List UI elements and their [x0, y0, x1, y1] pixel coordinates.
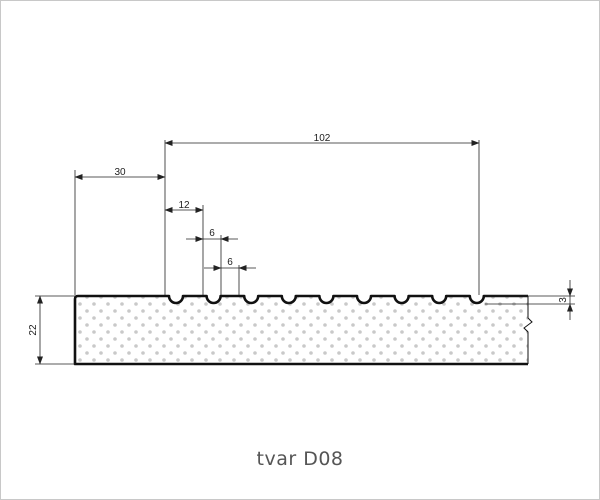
- dimension-30: 30: [74, 167, 166, 180]
- dimension-6-a: 6: [186, 228, 238, 242]
- dimension-label-12: 12: [178, 200, 190, 211]
- dimension-6-b: 6: [204, 257, 256, 271]
- dimension-102: 102: [164, 133, 480, 146]
- dimension-22: 22: [28, 295, 43, 365]
- profile-caption: tvar D08: [256, 448, 344, 470]
- dimension-label-30: 30: [114, 167, 126, 178]
- dimension-label-6-b: 6: [227, 257, 233, 268]
- board-body-fill: [75, 296, 528, 364]
- dimension-label-3: 3: [558, 297, 569, 303]
- dimension-3: 3: [558, 280, 573, 320]
- break-line: [523, 296, 533, 364]
- profile-drawing: 102 30 12 6 6 22 3: [28, 133, 575, 366]
- dimension-label-102: 102: [314, 133, 331, 144]
- dimension-label-22: 22: [28, 324, 39, 336]
- dimension-label-6-a: 6: [209, 228, 215, 239]
- dimension-12: 12: [164, 200, 204, 213]
